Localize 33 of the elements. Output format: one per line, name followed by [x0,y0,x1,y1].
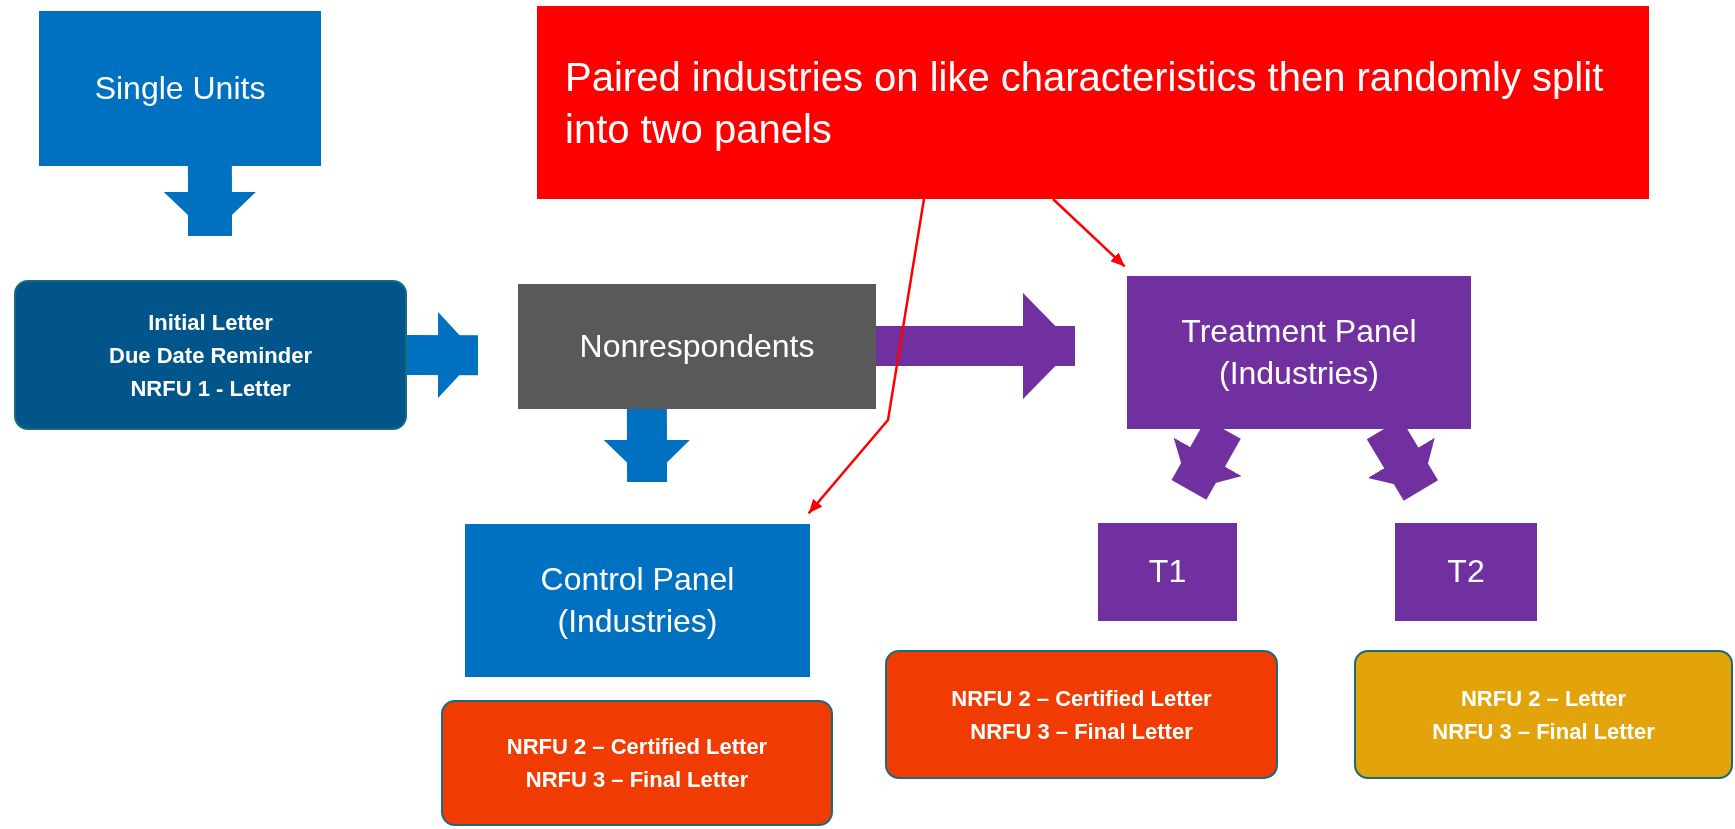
process-box [1098,523,1237,621]
process-box [518,284,876,409]
process-box [39,11,321,166]
arrow [807,198,926,515]
process-box [441,700,833,826]
box-text: Nonrespondents [579,326,815,366]
arrow [406,312,479,399]
process-box [14,280,407,430]
process-box [537,6,1649,199]
box-text: Initial Letter [148,308,273,337]
arrow [163,165,256,236]
arrow [603,408,690,483]
process-box [1354,650,1733,779]
box-text: Due Date Reminder [109,341,312,370]
box-text: Treatment Panel (Industries) [1180,311,1418,393]
box-text: Single Units [94,68,266,108]
box-text: Paired industries on like characteristics then randomly split into two panels [565,53,1605,153]
process-box [465,524,810,677]
box-text: T1 [1148,552,1187,592]
box-text: NRFU 3 – Final Letter [525,766,749,794]
box-text: NRFU 2 – Certified Letter [951,684,1212,713]
box-text: NRFU 2 – Certified Letter [506,733,768,761]
arrow [1052,198,1126,268]
box-text: NRFU 1 - Letter [130,374,291,403]
box-text: NRFU 3 – Final Letter [1432,717,1655,746]
arrow [876,292,1075,399]
process-box [1395,523,1537,621]
box-text: NRFU 3 – Final Letter [970,717,1193,746]
box-text: NRFU 2 – Letter [1460,684,1626,713]
process-box [885,650,1278,779]
box-text: Control Panel (Industries) [539,559,736,641]
box-text: T2 [1447,552,1485,592]
process-box [1127,276,1471,429]
